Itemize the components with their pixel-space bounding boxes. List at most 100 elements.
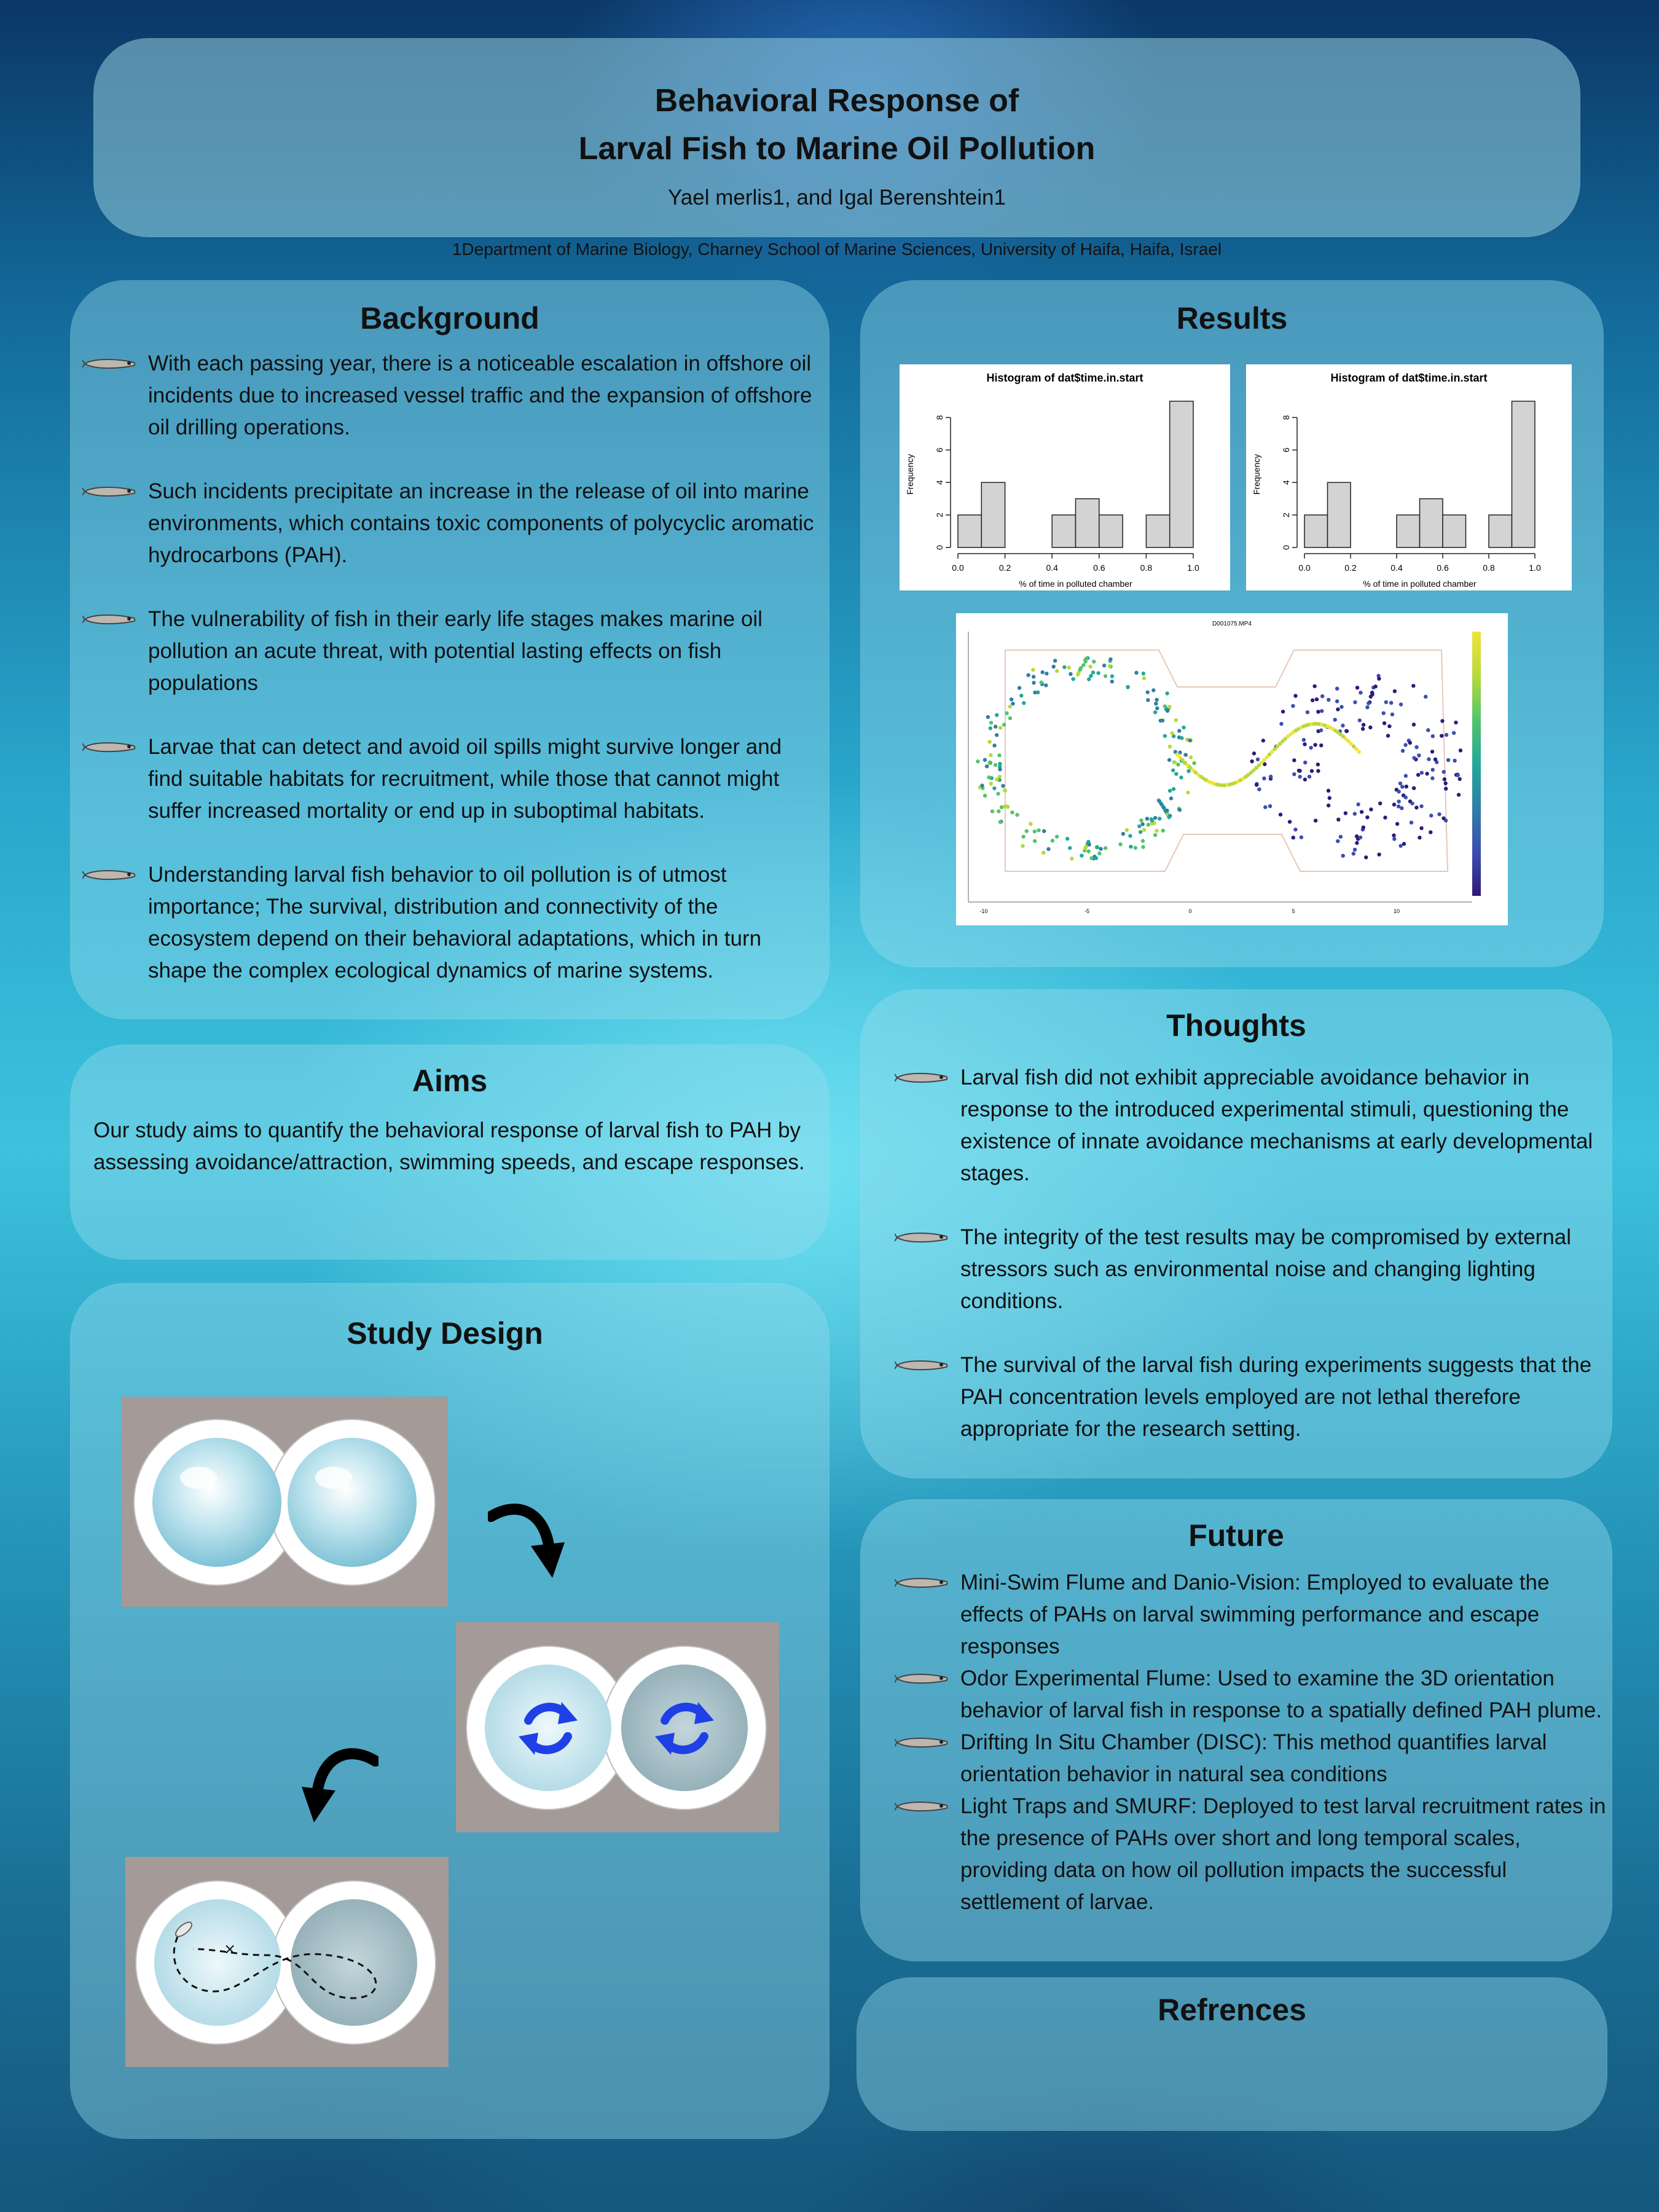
track-point <box>1316 710 1320 714</box>
track-point <box>1081 663 1086 667</box>
track-point <box>1351 852 1355 856</box>
track-point <box>1017 686 1022 690</box>
track-point <box>1174 718 1179 723</box>
track-point <box>1343 811 1348 815</box>
track-point <box>1400 748 1405 753</box>
track-point <box>1252 751 1257 756</box>
track-point <box>1160 718 1165 723</box>
track-point <box>1163 704 1167 708</box>
track-point <box>1167 815 1171 820</box>
list-item-text: The integrity of the test results may be… <box>960 1225 1572 1313</box>
track-point <box>1188 766 1193 770</box>
track-point <box>1141 671 1146 676</box>
track-point <box>1167 788 1172 793</box>
track-point <box>1336 817 1341 822</box>
track-point <box>1161 828 1166 833</box>
histogram-bar <box>1488 514 1513 548</box>
track-point <box>1339 705 1344 709</box>
track-point <box>1005 711 1009 715</box>
track-point <box>1171 787 1176 791</box>
chart-title: Histogram of dat$time.in.start <box>1330 372 1487 384</box>
histogram-bar <box>1145 514 1171 548</box>
histogram-bar <box>1442 514 1467 548</box>
list-item: With each passing year, there is a notic… <box>77 348 821 444</box>
curved-arrow-left-icon <box>302 1748 378 1822</box>
track-point <box>1346 739 1351 743</box>
track-point <box>1358 835 1363 840</box>
track-point <box>1044 683 1048 688</box>
track-point <box>1140 839 1145 843</box>
track-point <box>1398 702 1403 707</box>
track-point <box>1430 734 1435 739</box>
track-point <box>999 805 1004 809</box>
list-item: Larval fish did not exhibit appreciable … <box>890 1062 1609 1190</box>
track-point <box>1087 842 1091 847</box>
track-point <box>1454 720 1458 725</box>
affiliation: 1Department of Marine Biology, Charney S… <box>452 240 1222 259</box>
track-point <box>1262 758 1266 763</box>
track-point <box>1275 744 1280 748</box>
track-point <box>1402 842 1406 846</box>
x-tick-label: 0.4 <box>1390 563 1403 573</box>
track-point <box>1408 740 1413 745</box>
track-point <box>998 820 1003 825</box>
track-point <box>1050 839 1055 843</box>
track-point <box>1361 825 1366 830</box>
track-point <box>1327 796 1332 800</box>
track-point <box>1096 671 1100 675</box>
track-point <box>1155 828 1159 833</box>
thoughts-list: Larval fish did not exhibit appreciable … <box>890 1062 1609 1445</box>
track-point <box>1298 774 1302 779</box>
x-tick-label: 0.6 <box>1437 563 1449 573</box>
track-point <box>998 767 1002 772</box>
track-point <box>1177 807 1182 812</box>
track-point <box>1305 710 1310 715</box>
list-item: Odor Experimental Flume: Used to examine… <box>890 1663 1609 1727</box>
track-point <box>989 753 993 758</box>
thoughts-heading: Thoughts <box>1166 1008 1306 1043</box>
track-point <box>1110 674 1115 678</box>
track-point <box>1377 852 1381 857</box>
authors: Yael merlis1, and Igal Berenshtein1 <box>668 186 1006 210</box>
track-point <box>1172 734 1176 739</box>
list-item: Such incidents precipitate an increase i… <box>77 476 821 571</box>
track-point <box>990 809 995 814</box>
x-tick-label: 0.0 <box>1298 563 1311 573</box>
track-point <box>1316 769 1320 773</box>
track-point <box>1392 802 1397 807</box>
track-point <box>1193 771 1198 775</box>
poster-title-line-2: Larval Fish to Marine Oil Pollution <box>578 131 1096 167</box>
track-point <box>1440 719 1445 723</box>
larval-fish-icon <box>895 1233 948 1243</box>
list-item-text: Understanding larval fish behavior to oi… <box>148 863 762 982</box>
track-point <box>1104 846 1108 850</box>
track-point <box>1183 761 1188 765</box>
y-tick-label: 8 <box>1281 415 1291 420</box>
poster-title-line-1: Behavioral Response of <box>654 83 1019 119</box>
track-point <box>1457 777 1462 782</box>
track-point <box>1031 667 1035 672</box>
track-point <box>1137 824 1142 828</box>
track-point <box>1021 844 1025 848</box>
track-point <box>1312 684 1317 688</box>
track-point <box>1354 747 1359 751</box>
track-point <box>998 761 1002 766</box>
track-point <box>1360 727 1365 731</box>
list-item: Mini-Swim Flume and Danio-Vision: Employ… <box>890 1567 1609 1663</box>
track-point <box>1153 710 1158 715</box>
x-tick-label: 0 <box>1188 908 1191 914</box>
track-point <box>1029 822 1033 826</box>
track-point <box>1080 853 1084 858</box>
x-tick-label: 0.0 <box>952 563 964 573</box>
list-item-text: Odor Experimental Flume: Used to examine… <box>960 1666 1602 1722</box>
track-point <box>1252 768 1256 772</box>
track-point <box>994 733 999 737</box>
x-tick-label: 0.6 <box>1093 563 1105 573</box>
histogram-bar <box>1327 482 1351 548</box>
track-point <box>1357 718 1362 723</box>
track-point <box>1352 812 1357 816</box>
x-tick-label: 10 <box>1394 908 1400 914</box>
track-point <box>1094 856 1099 860</box>
track-point <box>1368 694 1373 699</box>
track-point <box>1278 812 1283 817</box>
